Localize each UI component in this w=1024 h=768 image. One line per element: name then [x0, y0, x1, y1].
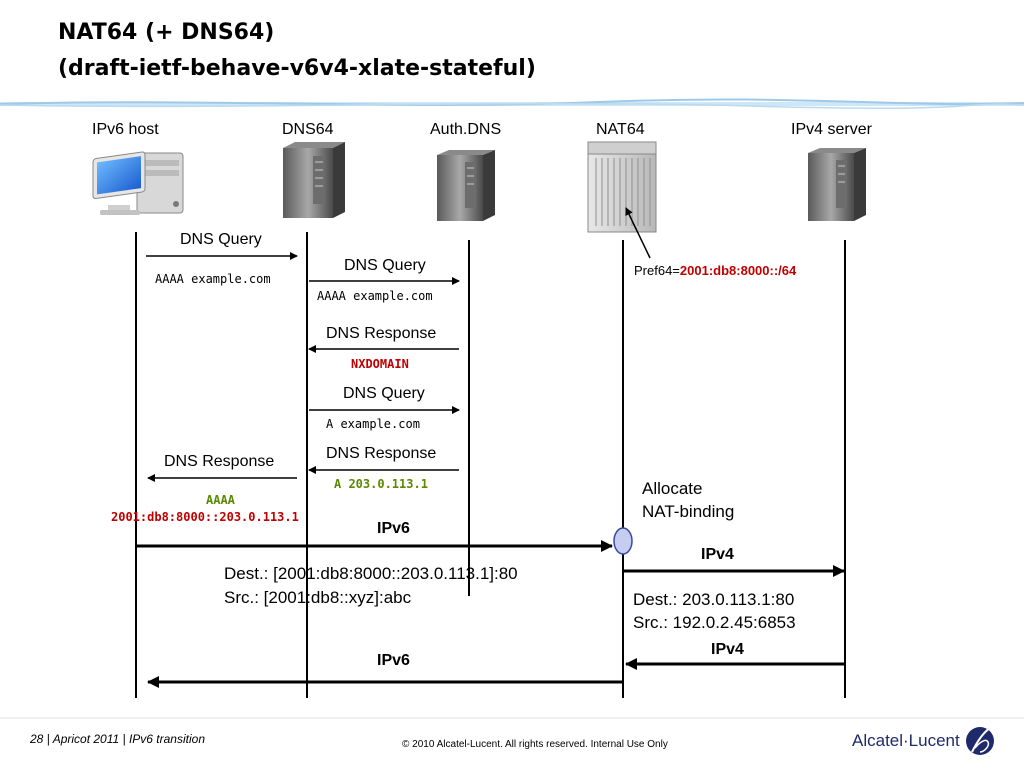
flow-ipv4-back-label: IPv4: [711, 641, 744, 658]
auth-dns-server-icon: [437, 150, 495, 221]
flow-ipv4-dest: Dest.: 203.0.113.1:80: [633, 590, 795, 609]
footer-copyright: © 2010 Alcatel-Lucent. All rights reserv…: [402, 739, 668, 750]
nat64-chassis-icon: [587, 141, 657, 233]
msg3-detail: NXDOMAIN: [351, 357, 409, 371]
node-label-ipv6-host: IPv6 host: [92, 121, 159, 138]
computer-icon: [92, 151, 184, 215]
flow-ipv4-out-label: IPv4: [701, 546, 734, 563]
msg5-detail: A 203.0.113.1: [334, 477, 428, 491]
msg4-detail: A example.com: [326, 417, 420, 431]
page-title: NAT64 (+ DNS64): [58, 20, 275, 45]
flow-ipv6-src: Src.: [2001:db8::xyz]:abc: [224, 588, 412, 607]
ipv4-server-icon: [808, 148, 866, 221]
allocate-line1: Allocate: [642, 479, 703, 498]
pref64-pointer: [625, 207, 651, 259]
pref64-label: Pref64=2001:db8:8000::/64: [634, 263, 796, 278]
flow-ipv6-out-label: IPv6: [377, 520, 410, 537]
node-label-dns64: DNS64: [282, 121, 334, 138]
nat-binding-node: [613, 527, 633, 555]
flow-ipv6-dest: Dest.: [2001:db8:8000::203.0.113.1]:80: [224, 564, 518, 583]
flow-ipv4-src: Src.: 192.0.2.45:6853: [633, 613, 796, 632]
allocate-line2: NAT-binding: [642, 502, 735, 521]
node-label-auth-dns: Auth.DNS: [430, 121, 502, 138]
msg6-detail-addr: 2001:db8:8000::203.0.113.1: [111, 510, 299, 524]
msg4-label: DNS Query: [343, 385, 425, 402]
page-subtitle: (draft-ietf-behave-v6v4-xlate-stateful): [58, 56, 536, 81]
node-label-nat64: NAT64: [596, 121, 645, 138]
pref64-value: 2001:db8:8000::/64: [679, 263, 797, 278]
msg3-label: DNS Response: [326, 325, 437, 342]
dns64-server-icon: [283, 142, 345, 218]
pref64-prefix: Pref64=: [634, 263, 680, 278]
msg5-label: DNS Response: [326, 445, 437, 462]
node-label-ipv4-server: IPv4 server: [791, 121, 872, 138]
msg6-detail-type: AAAA: [206, 493, 235, 507]
msg1-detail: AAAA example.com: [155, 272, 271, 286]
msg2-label: DNS Query: [344, 257, 426, 274]
footer-brand: Alcatel·Lucent: [852, 731, 960, 750]
alcatel-lucent-logo-icon: [966, 727, 994, 755]
msg6-label: DNS Response: [164, 453, 275, 470]
flow-ipv6-back-label: IPv6: [377, 652, 410, 669]
header-band: [0, 98, 1024, 109]
msg1-label: DNS Query: [180, 231, 262, 248]
footer-left: 28 | Apricot 2011 | IPv6 transition: [30, 732, 205, 746]
msg2-detail: AAAA example.com: [317, 289, 433, 303]
